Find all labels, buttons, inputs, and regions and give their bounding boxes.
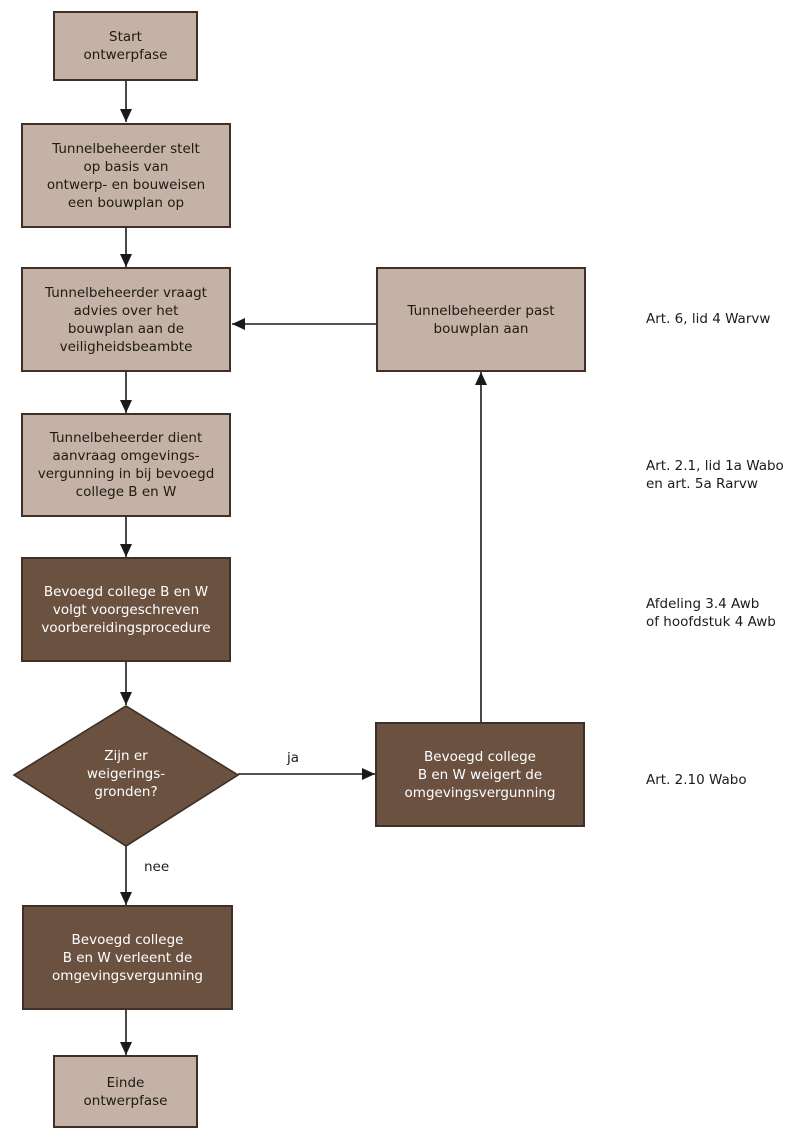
bouwplan-line-3: ontwerp- en bouweisen [46, 176, 206, 193]
verleent-line-3: omgevingsvergunning [52, 967, 203, 984]
verleent-line-2: B en W verleent de [62, 949, 193, 966]
decision-diamond [12, 705, 240, 847]
procedure-node: Bevoegd college B en W volgt voorgeschre… [21, 557, 231, 662]
aanvraag-line-4: college B en W [75, 484, 177, 500]
bouwplan-line-1: Tunnelbeheerder stelt [52, 140, 200, 157]
reference-wabo-line-1: Art. 2.1, lid 1a Wabo [646, 458, 784, 474]
einde-line-1: Einde [106, 1074, 145, 1091]
advies-node: Tunnelbeheerder vraagt advies over het b… [21, 267, 231, 372]
weigert-line-3: omgevingsvergunning [404, 784, 556, 801]
no-label: nee [144, 859, 170, 875]
aanvraag-line-2: aanvraag omgevings- [52, 448, 200, 464]
start-line-1: Start [109, 29, 142, 45]
aanvraag-line-1: Tunnelbeheerder dient [49, 430, 203, 446]
reference-weigering-line: Art. 2.10 Wabo [646, 772, 747, 788]
procedure-line-2: volgt voorgeschreven [52, 601, 200, 618]
start-node: Start ontwerpfase [53, 11, 198, 81]
advies-line-4: veiligheidsbeambte [59, 338, 193, 355]
reference-wabo-line-2: en art. 5a Rarvw [646, 476, 758, 492]
decision-line-3: gronden? [94, 784, 158, 800]
procedure-line-3: voorbereidingsprocedure [41, 619, 211, 636]
einde-node: Einde ontwerpfase [53, 1055, 198, 1128]
reference-weigering: Art. 2.10 Wabo [646, 771, 747, 789]
einde-line-2: ontwerpfase [83, 1092, 168, 1109]
past-aan-line-1: Tunnelbeheerder past [407, 302, 555, 319]
decision-line-1: Zijn er [104, 748, 148, 764]
yes-label: ja [287, 750, 300, 766]
reference-wabo: Art. 2.1, lid 1a Wabo en art. 5a Rarvw [646, 457, 784, 493]
start-line-2: ontwerpfase [83, 47, 168, 63]
reference-awb-line-2: of hoofdstuk 4 Awb [646, 614, 776, 630]
advies-line-1: Tunnelbeheerder vraagt [45, 284, 207, 301]
bouwplan-node: Tunnelbeheerder stelt op basis van ontwe… [21, 123, 231, 228]
advies-line-3: bouwplan aan de [67, 320, 185, 337]
aanvraag-node: Tunnelbeheerder dient aanvraag omgevings… [21, 413, 231, 517]
aanvraag-line-3: vergunning in bij bevoegd [37, 466, 215, 482]
reference-warvw-line: Art. 6, lid 4 Warvw [646, 311, 771, 327]
procedure-line-1: Bevoegd college B en W [43, 583, 209, 600]
decision-text: Zijn er weigerings- gronden? [56, 743, 196, 805]
decision-line-2: weigerings- [86, 766, 166, 782]
reference-awb: Afdeling 3.4 Awb of hoofdstuk 4 Awb [646, 595, 776, 631]
past-aan-line-2: bouwplan aan [433, 320, 529, 337]
bouwplan-line-4: een bouwplan op [67, 194, 185, 211]
reference-awb-line-1: Afdeling 3.4 Awb [646, 596, 760, 612]
weigert-node: Bevoegd college B en W weigert de omgevi… [375, 722, 585, 827]
verleent-node: Bevoegd college B en W verleent de omgev… [22, 905, 233, 1010]
weigert-line-2: B en W weigert de [417, 766, 543, 783]
weigert-line-1: Bevoegd college [424, 748, 536, 765]
reference-warvw: Art. 6, lid 4 Warvw [646, 310, 770, 328]
verleent-line-1: Bevoegd college [71, 931, 184, 948]
past-aan-node: Tunnelbeheerder past bouwplan aan [376, 267, 586, 372]
bouwplan-line-2: op basis van [83, 158, 169, 175]
advies-line-2: advies over het [73, 302, 179, 319]
